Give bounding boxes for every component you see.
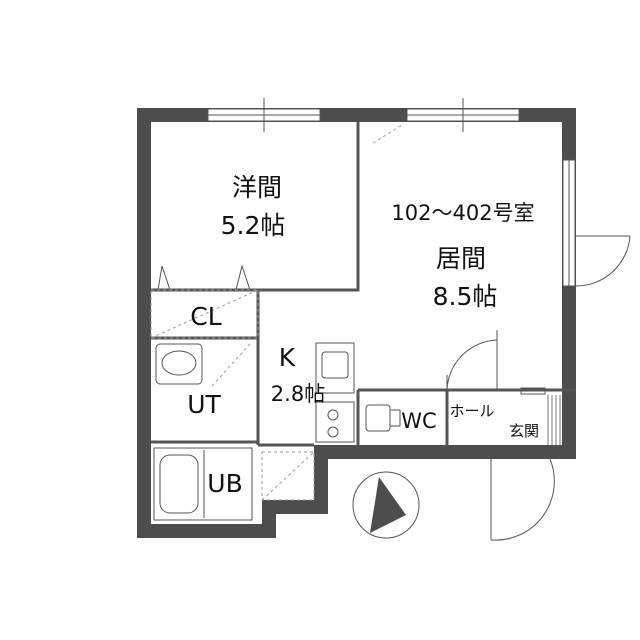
doors: [157, 264, 555, 541]
balcony-door: [575, 235, 631, 287]
room-living-size: 8.5帖: [433, 282, 498, 311]
room-living-name: 居間: [436, 244, 486, 273]
room-kitchen-name: K: [279, 343, 296, 372]
room-utility-name: UT: [187, 390, 221, 419]
room-toilet-name: WC: [401, 409, 436, 433]
room-hall-name: ホール: [449, 402, 494, 420]
unit-numbers: 102～402号室: [391, 201, 534, 225]
entrance-step: [547, 395, 561, 445]
windows: [207, 98, 576, 287]
room-entrance-name: 玄関: [509, 422, 539, 440]
north-arrow-icon: [352, 471, 420, 539]
room-closet-name: CL: [190, 302, 221, 331]
dashed-marks: [150, 124, 403, 501]
bathtub-icon: [153, 447, 253, 521]
stove-icon: [315, 401, 355, 443]
sink-icon: [315, 342, 355, 394]
room-bath-name: UB: [207, 469, 242, 498]
room-western-name: 洋間: [232, 173, 282, 202]
hall-shoe-box: [520, 387, 546, 395]
basin-icon: [155, 343, 203, 385]
room-western-size: 5.2帖: [221, 211, 286, 240]
room-kitchen-size: 2.8帖: [271, 382, 325, 406]
toilet-icon: [365, 404, 401, 432]
